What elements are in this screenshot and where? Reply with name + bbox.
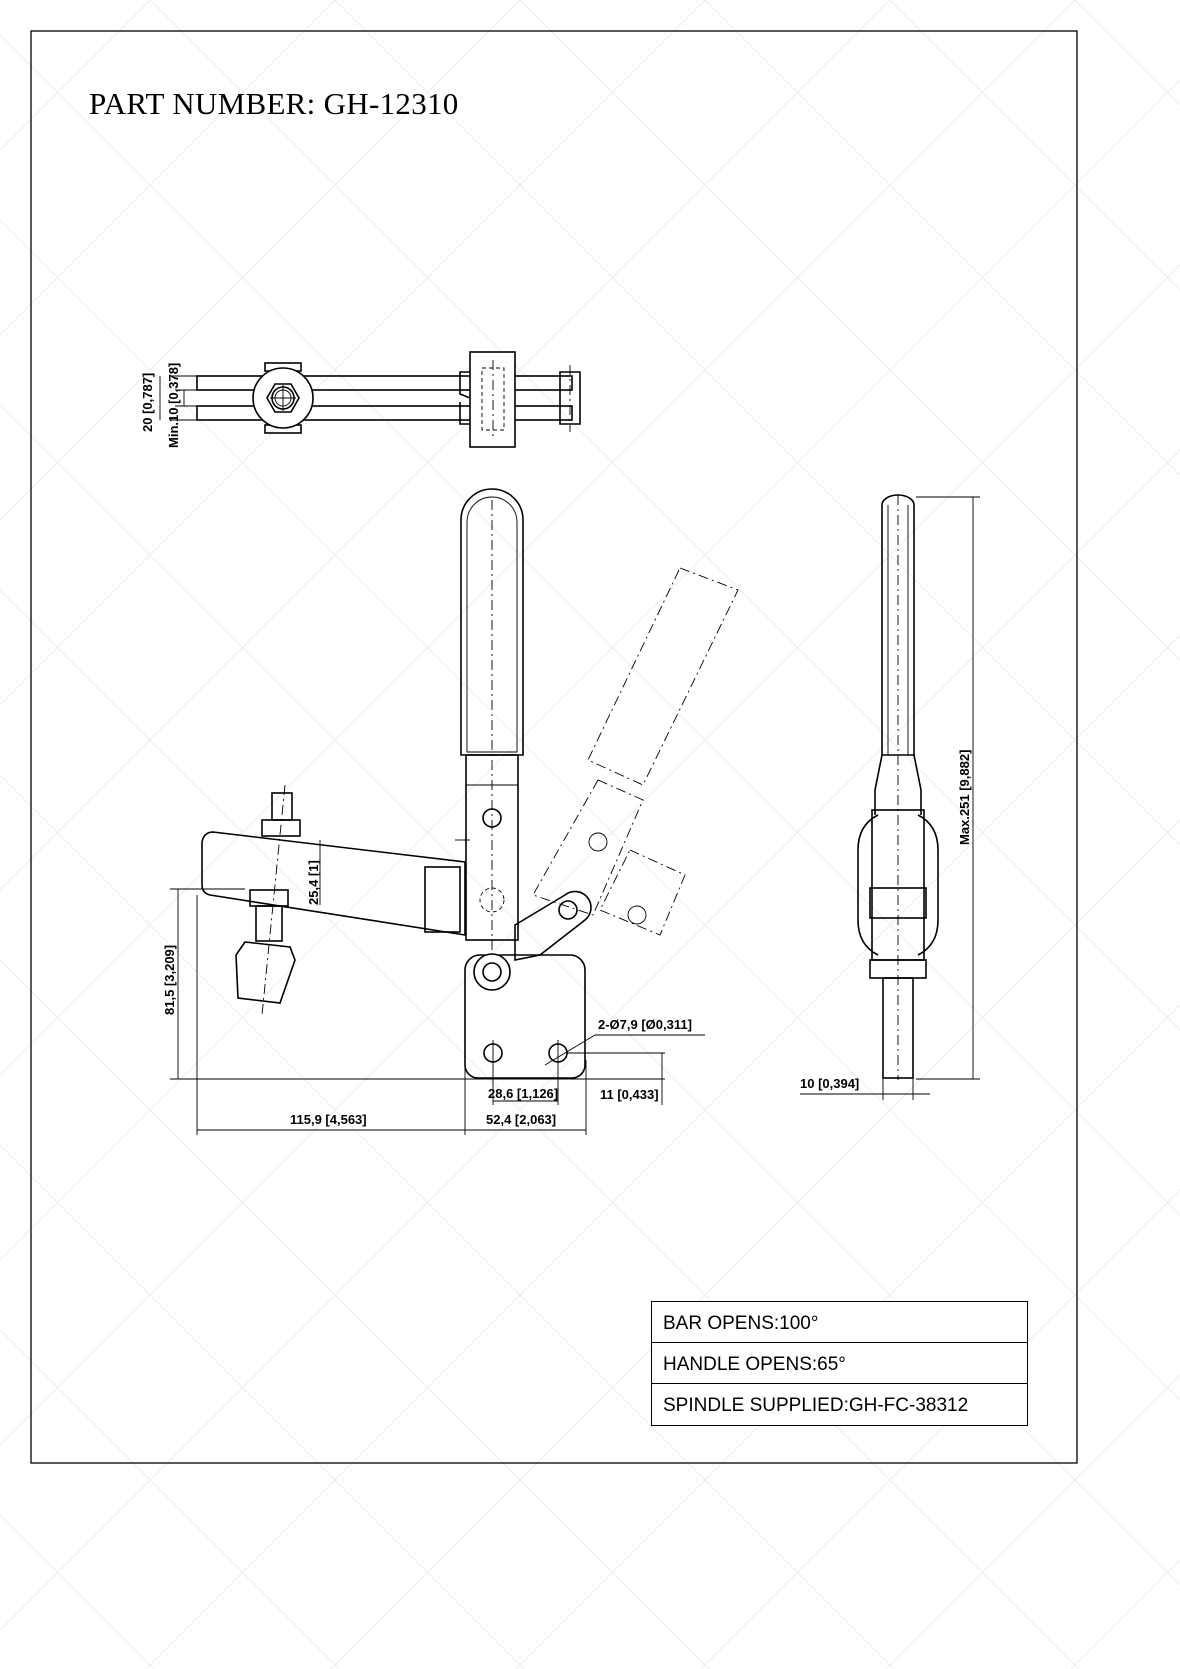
watermark-line — [330, 819, 1180, 1669]
watermark-line — [0, 0, 336, 336]
dim-reach: 115,9 [4,563] — [290, 1112, 367, 1127]
watermark-line — [334, 0, 1180, 846]
dim-side-thickness: 10 [0,394] — [800, 1076, 859, 1091]
dim-height: 81,5 [3,209] — [162, 945, 177, 1015]
dim-base-width: 52,4 [2,063] — [486, 1112, 556, 1127]
watermark-line — [0, 1329, 340, 1669]
watermark-line — [149, 0, 1180, 1031]
watermark-line — [145, 634, 1180, 1669]
side-view: Max.251 [9,882] 10 [0,394] — [800, 494, 980, 1100]
watermark-line — [0, 774, 895, 1669]
watermark-line — [0, 1144, 525, 1669]
drawing-border — [30, 30, 1078, 1464]
spec-bar-opens: BAR OPENS:100° — [652, 1302, 1027, 1343]
dim-hole-edge: 11 [0,433] — [600, 1087, 659, 1102]
watermark-line — [0, 0, 706, 706]
dim-top-min: Min.10 [0,378] — [166, 363, 181, 448]
dim-top-width: 20 [0,787] — [140, 373, 155, 432]
watermark-line — [704, 0, 1180, 476]
watermark-line — [0, 0, 891, 891]
watermark-line — [1070, 1559, 1180, 1669]
spec-table: BAR OPENS:100° HANDLE OPENS:65° SPINDLE … — [651, 1301, 1028, 1426]
watermark-line — [519, 0, 1180, 661]
watermark-line — [0, 0, 151, 151]
watermark-line — [885, 1374, 1180, 1669]
dim-holes: 2-Ø7,9 [Ø0,311] — [598, 1017, 692, 1032]
dim-hole-spacing: 28,6 [1,126] — [488, 1086, 558, 1101]
watermark-line — [1074, 0, 1180, 106]
watermark-line — [0, 959, 710, 1669]
top-view: 20 [0,787] Min.10 [0,378] — [140, 351, 581, 448]
dim-max-height: Max.251 [9,882] — [957, 750, 972, 845]
front-view: 81,5 [3,209] 25,4 [1] 115,9 [4,563] 52,4… — [162, 488, 739, 1135]
watermark-line — [889, 0, 1180, 291]
spec-handle-opens: HANDLE OPENS:65° — [652, 1343, 1027, 1384]
watermark-line — [0, 1514, 155, 1669]
part-number-title: PART NUMBER: GH-12310 — [89, 86, 459, 121]
dim-spindle-offset: 25,4 [1] — [306, 860, 321, 905]
spec-spindle-supplied: SPINDLE SUPPLIED:GH-FC-38312 — [663, 1395, 969, 1416]
watermark-line — [0, 0, 521, 521]
